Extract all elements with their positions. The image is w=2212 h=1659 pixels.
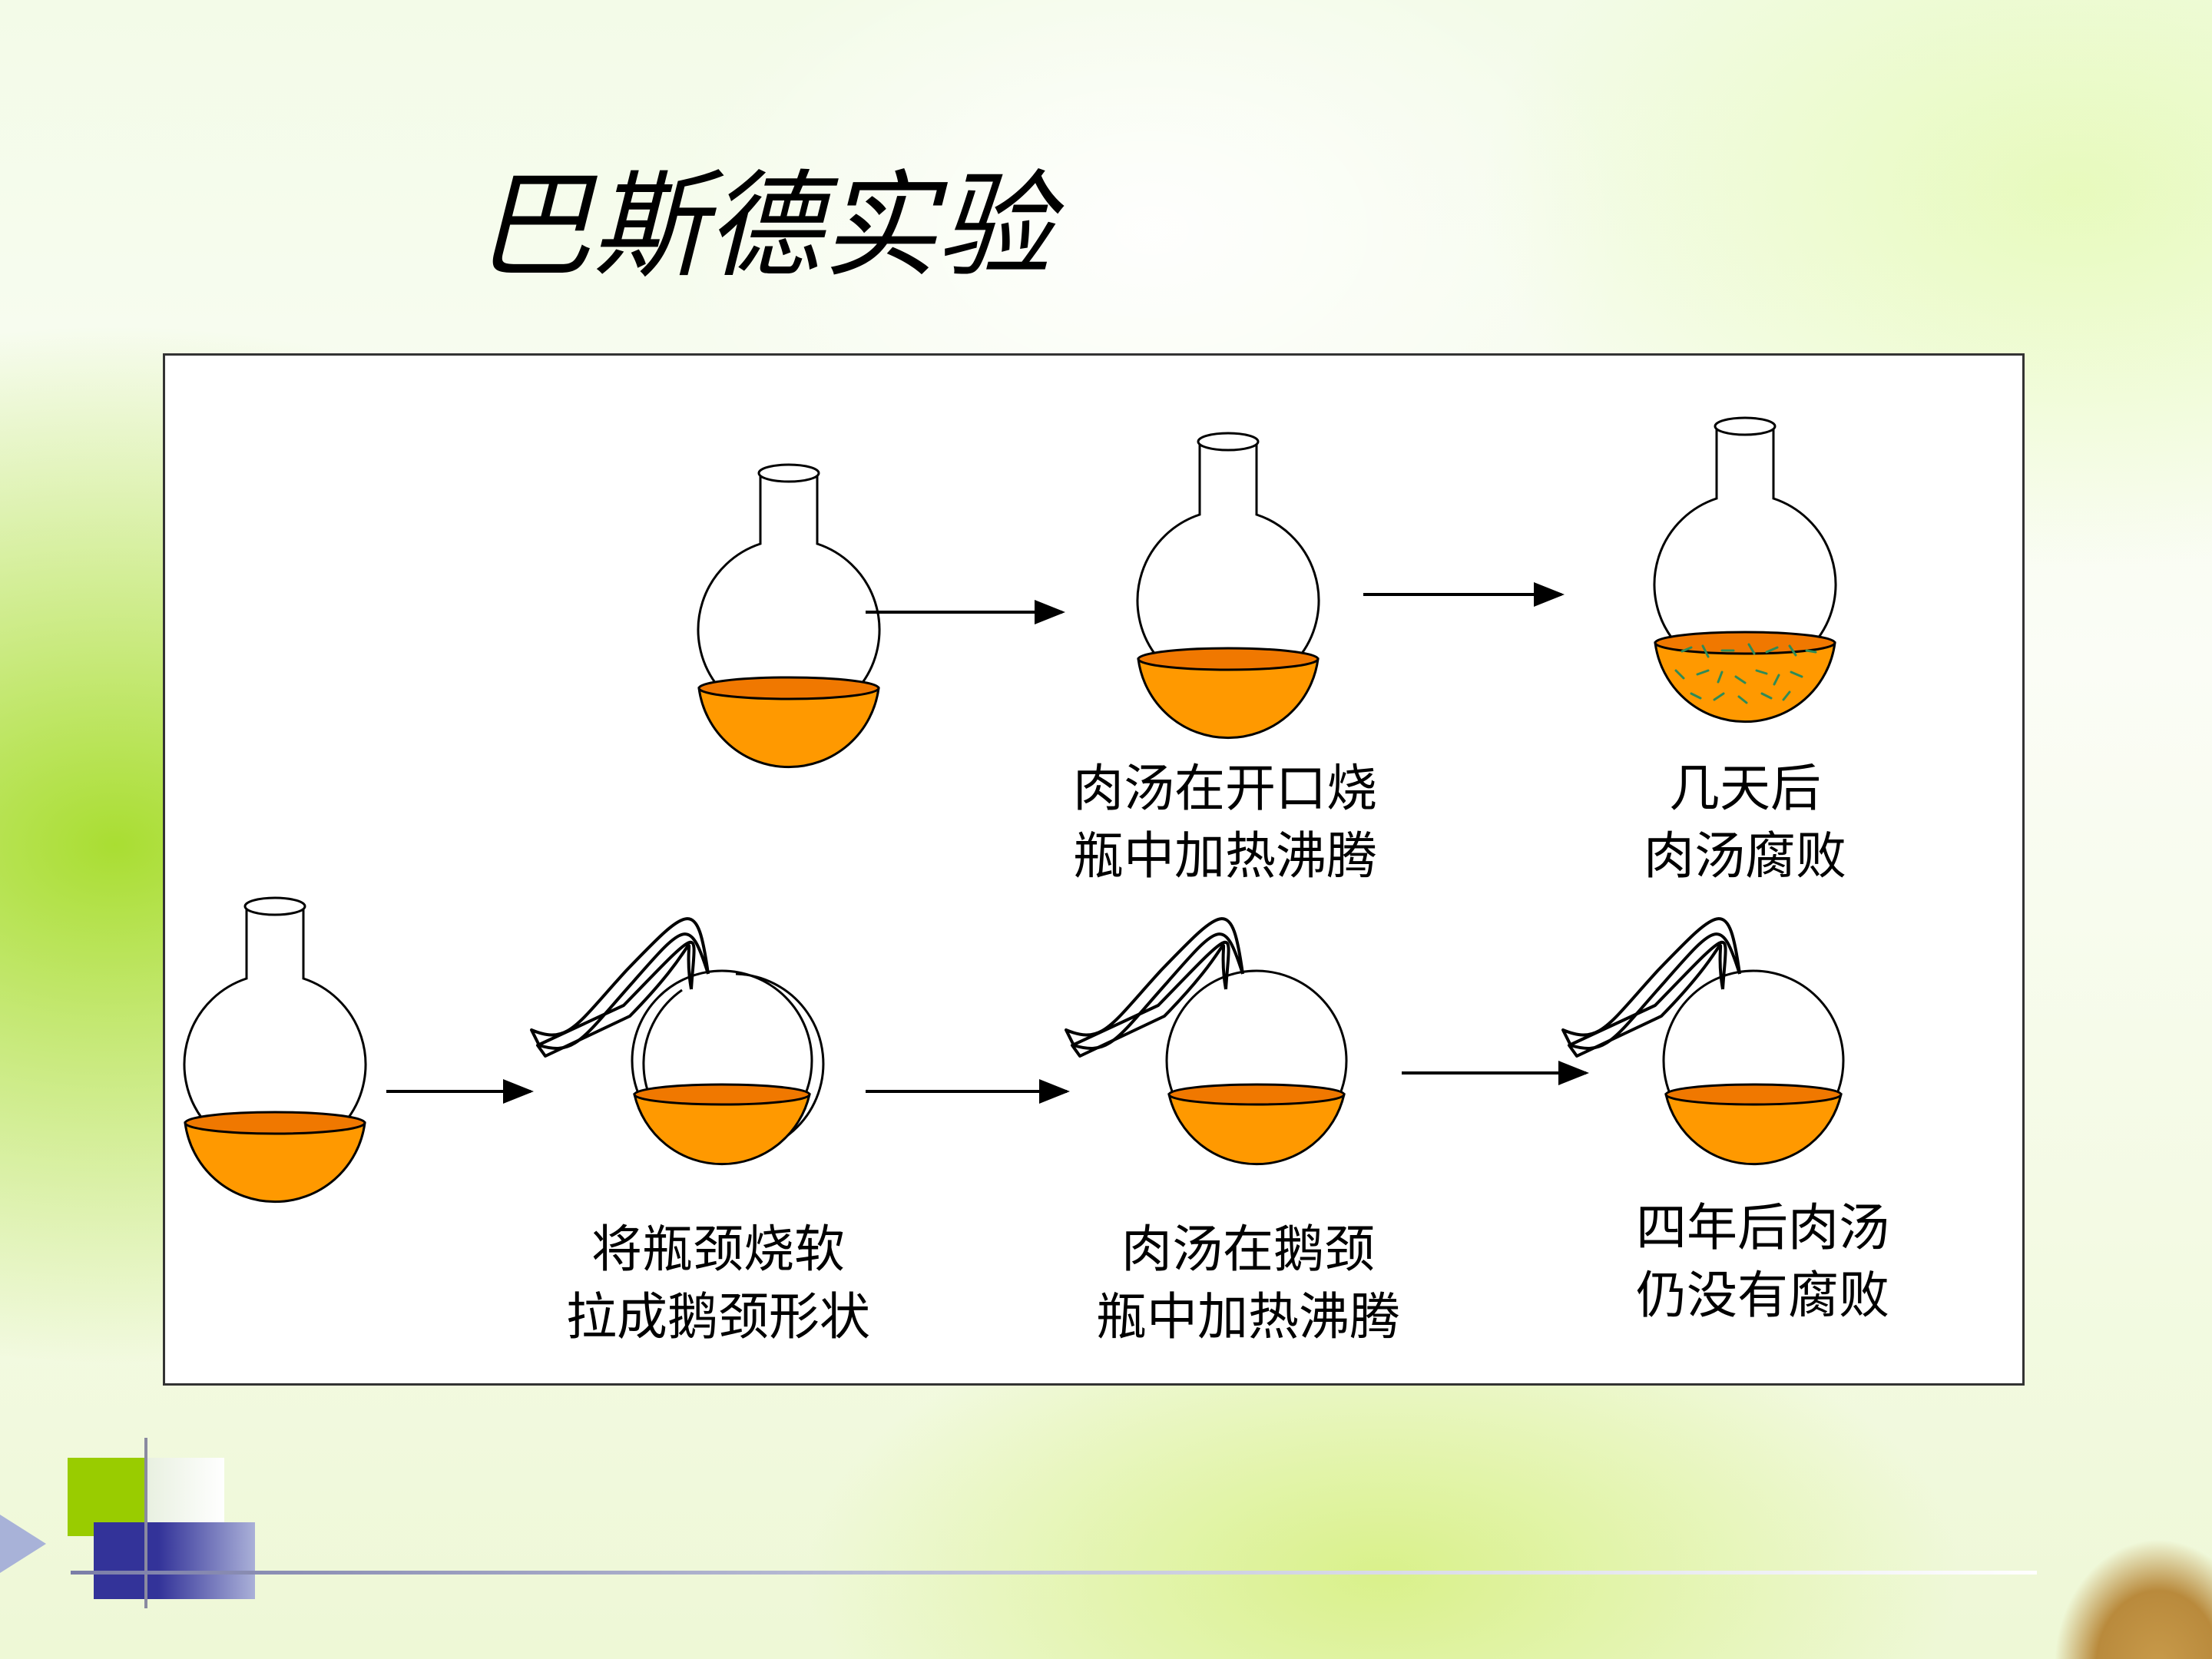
- swan-neck: [536, 940, 696, 1058]
- caption-open-flask-boiling: 肉汤在开口烧 瓶中加热沸腾: [1071, 755, 1379, 890]
- caption-line: 仍没有腐败: [1636, 1266, 1889, 1325]
- spoiled-flask: [1653, 416, 1837, 724]
- microbes: [1674, 643, 1817, 704]
- open-flask-1: [697, 463, 881, 769]
- straight-neck-flask: [183, 896, 367, 1204]
- caption-four-years-later: 四年后肉汤 仍没有腐败: [1609, 1194, 1916, 1330]
- broth: [1167, 1093, 1346, 1166]
- broth: [1137, 657, 1320, 740]
- caption-line: 瓶中加热沸腾: [1073, 826, 1377, 886]
- caption-line: 将瓶颈烧软: [591, 1220, 845, 1279]
- decor-vertical-line: [144, 1438, 147, 1608]
- caption-line: 拉成鹅颈形状: [566, 1287, 870, 1346]
- pasteur-experiment-diagram: [183, 416, 1845, 1204]
- open-flask-2: [1136, 432, 1320, 740]
- caption-line: 肉汤在开口烧: [1073, 759, 1377, 818]
- caption-line: 瓶中加热沸腾: [1096, 1287, 1400, 1346]
- caption-line: 四年后肉汤: [1636, 1198, 1889, 1257]
- swan-neck: [1568, 940, 1727, 1058]
- caption-line: 肉汤腐败: [1644, 826, 1846, 886]
- swan-neck-flask-1: [530, 917, 825, 1166]
- swan-neck-flask-2: [1065, 917, 1348, 1166]
- broth: [633, 1093, 811, 1166]
- broth: [184, 1121, 366, 1204]
- swan-neck-flask-3: [1561, 917, 1845, 1166]
- caption-swan-neck-boiling: 肉汤在鹅颈 瓶中加热沸腾: [1087, 1216, 1409, 1351]
- caption-days-later-spoiled: 几天后 肉汤腐败: [1591, 755, 1899, 890]
- flask-mouth: [1714, 416, 1777, 436]
- caption-line: 肉汤在鹅颈: [1121, 1220, 1375, 1279]
- broth: [1664, 1093, 1843, 1166]
- flask-mouth: [757, 463, 820, 483]
- diagram-frame: 肉汤在开口烧 瓶中加热沸腾 几天后 肉汤腐败 将瓶颈烧软 拉成鹅颈形状 肉汤在鹅…: [163, 353, 2025, 1386]
- slide-title: 巴斯德实验: [476, 160, 1053, 293]
- decor-butterfly-wing: [2028, 1498, 2212, 1659]
- decor-horizontal-line: [71, 1571, 2037, 1575]
- broth: [697, 687, 880, 769]
- caption-line: 几天后: [1669, 759, 1821, 818]
- decor-blue-square: [94, 1522, 255, 1599]
- decor-blue-triangle: [0, 1515, 46, 1573]
- flask-mouth: [1197, 432, 1260, 452]
- flask-mouth: [243, 896, 306, 916]
- swan-neck: [1071, 940, 1230, 1058]
- caption-bend-neck: 将瓶颈烧软 拉成鹅颈形状: [549, 1216, 887, 1351]
